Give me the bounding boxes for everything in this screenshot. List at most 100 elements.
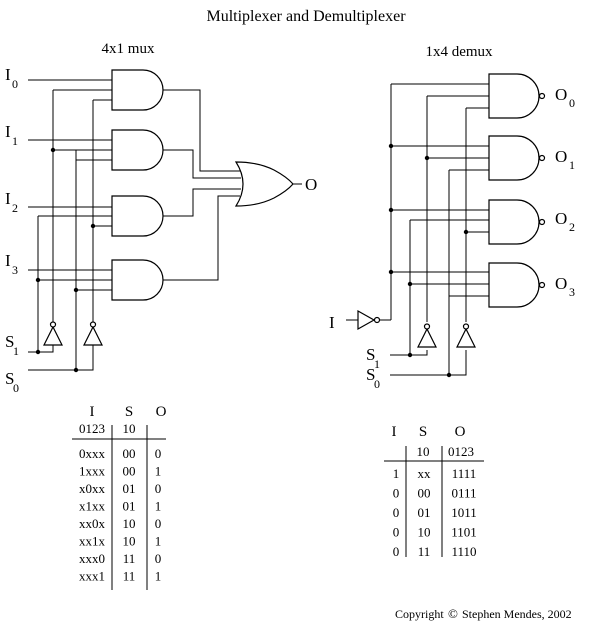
svg-text:2: 2 <box>12 201 18 215</box>
demux-nand-gate-0 <box>488 73 540 119</box>
demux-nand-gate-2 <box>488 199 540 245</box>
mux_table-row-4-col-2: 0 <box>155 516 162 531</box>
svg-text:I: I <box>5 65 11 84</box>
mux_table-row-1-col-0: 1xxx <box>79 464 106 479</box>
mux-and-gate-3 <box>111 259 164 301</box>
mux_table-row-7-col-0: xxx1 <box>79 569 105 584</box>
demux-output-label-o3: O 3 <box>555 274 575 299</box>
mux_table-row-3-col-1: 01 <box>123 499 136 514</box>
demux-table-subheader-s: 10 <box>417 444 430 459</box>
mux_table-row-6-col-0: xxx0 <box>79 551 105 566</box>
svg-text:3: 3 <box>12 263 18 277</box>
demux_table-row-2-col-2: 1011 <box>451 505 477 520</box>
demux_table-row-0-col-0: 1 <box>393 466 400 481</box>
svg-text:S: S <box>5 332 14 351</box>
mux_table-row-5-col-1: 10 <box>123 534 136 549</box>
demux-select-label-s0: S 0 <box>366 365 380 391</box>
demux_table-row-1-col-1: 00 <box>418 486 431 501</box>
svg-text:O: O <box>555 147 567 166</box>
demux-nand-gate-3 <box>488 262 540 308</box>
mux-select-label-s0: S 0 <box>5 369 19 395</box>
mux_table-row-2-col-2: 0 <box>155 481 162 496</box>
svg-text:I: I <box>5 122 11 141</box>
demux_table-row-1-col-0: 0 <box>393 486 400 501</box>
mux_table-row-6-col-1: 11 <box>123 551 136 566</box>
copyright: Copyright © Stephen Mendes, 2002 <box>395 606 572 621</box>
mux_table-row-2-col-0: x0xx <box>79 481 106 496</box>
mux-and-gate-0 <box>111 69 164 111</box>
demux_table-row-3-col-1: 10 <box>418 525 431 540</box>
mux_table-row-0-col-1: 00 <box>123 446 136 461</box>
svg-text:1: 1 <box>569 158 575 172</box>
demux-input-inverter <box>357 309 381 331</box>
demux_table-row-4-col-2: 1110 <box>451 544 476 559</box>
mux-input-label-i2: I 2 <box>5 189 18 215</box>
mux-input-label-i1: I 1 <box>5 122 18 148</box>
demux_table-row-4-col-0: 0 <box>393 544 400 559</box>
demux_table-row-2-col-0: 0 <box>393 505 400 520</box>
copyright-text: Stephen Mendes, 2002 <box>462 607 572 621</box>
mux-table-header-s: S <box>125 404 133 420</box>
mux-title: 4x1 mux <box>102 41 155 57</box>
mux_table-row-3-col-2: 1 <box>155 499 162 514</box>
mux-or-gate <box>234 161 294 207</box>
demux_table-row-1-col-2: 0111 <box>451 486 476 501</box>
svg-text:3: 3 <box>569 285 575 299</box>
mux-and-gate-2 <box>111 195 164 237</box>
demux_table-row-4-col-1: 11 <box>418 544 431 559</box>
svg-text:O: O <box>555 85 567 104</box>
mux-input-label-i3: I 3 <box>5 251 18 277</box>
svg-text:S: S <box>366 365 375 384</box>
mux_table-row-3-col-0: x1xx <box>79 499 106 514</box>
mux-output-label: O <box>305 175 317 194</box>
mux-inverter-s0 <box>83 321 103 346</box>
svg-text:S: S <box>5 369 14 388</box>
svg-text:I: I <box>5 189 11 208</box>
svg-text:1: 1 <box>12 134 18 148</box>
svg-text:0: 0 <box>569 96 575 110</box>
mux_table-row-4-col-0: xx0x <box>79 516 106 531</box>
mux_table-row-4-col-1: 10 <box>123 516 136 531</box>
mux_table-row-5-col-2: 1 <box>155 534 162 549</box>
svg-text:1: 1 <box>374 357 380 371</box>
demux-nand-gate-1 <box>488 135 540 181</box>
demux-output-label-o0: O 0 <box>555 85 575 110</box>
demux-output-label-o1: O 1 <box>555 147 575 172</box>
demux-table-subheader-o: 0123 <box>448 444 474 459</box>
mux-and-gate-1 <box>111 129 164 171</box>
demux_table-row-3-col-2: 1101 <box>451 525 477 540</box>
mux_table-row-1-col-2: 1 <box>155 464 162 479</box>
demux-inverter-s0 <box>456 323 476 348</box>
mux_table-row-0-col-2: 0 <box>155 446 162 461</box>
mux_table-row-7-col-1: 11 <box>123 569 136 584</box>
svg-text:0: 0 <box>374 377 380 391</box>
page-title: Multiplexer and Demultiplexer <box>206 8 406 25</box>
demux-title: 1x4 demux <box>425 44 493 60</box>
demux-wire-s1 <box>390 350 428 356</box>
mux-inverter-s1 <box>43 321 63 346</box>
demux-table-header-o: O <box>455 424 466 440</box>
mux_table-row-6-col-2: 0 <box>155 551 162 566</box>
demux-inverter-s1 <box>417 323 437 348</box>
mux-table-subheader-i: 0123 <box>79 421 105 436</box>
demux_table-row-0-col-2: 1111 <box>452 466 477 481</box>
mux_table-row-1-col-1: 00 <box>123 464 136 479</box>
copyright-prefix: Copyright <box>395 607 444 621</box>
svg-text:1: 1 <box>13 344 19 358</box>
svg-text:2: 2 <box>569 220 575 234</box>
mux-table-header-o: O <box>156 404 167 420</box>
svg-text:0: 0 <box>13 381 19 395</box>
svg-text:O: O <box>555 274 567 293</box>
mux_table-row-7-col-2: 1 <box>155 569 162 584</box>
mux-wire-s0 <box>28 345 94 371</box>
svg-text:S: S <box>366 345 375 364</box>
demux-input-label: I <box>329 313 335 332</box>
demux-output-label-o2: O 2 <box>555 209 575 234</box>
svg-text:O: O <box>555 209 567 228</box>
demux-wire-s0 <box>390 350 467 376</box>
svg-text:0: 0 <box>12 77 18 91</box>
demux-select-label-s1: S 1 <box>366 345 380 371</box>
